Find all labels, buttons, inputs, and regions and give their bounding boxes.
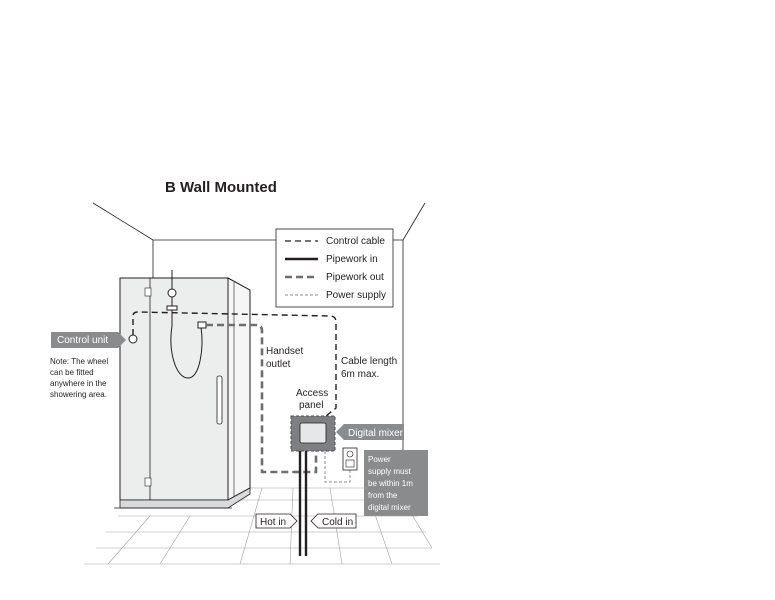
wheel-note: Note: The wheel can be fitted anywhere i… [50,357,108,399]
control-wheel-icon [128,334,138,344]
hot-in-label: Hot in [260,517,286,528]
svg-text:from the: from the [368,491,398,500]
hot-in-tag: Hot in [255,513,298,529]
svg-text:digital mixer: digital mixer [368,503,411,512]
handset-outlet-label: Handset outlet [266,346,303,370]
shower-rail [166,270,207,379]
legend-pipework-in: Pipework in [326,254,378,265]
control-unit-callout: Control unit [51,332,126,348]
digital-mixer-label: Digital mixer [348,428,404,439]
svg-text:outlet: outlet [266,359,291,370]
diagram-title: B Wall Mounted [165,179,277,196]
power-socket-icon [342,447,358,471]
cold-in-label: Cold in [322,517,353,528]
cable-length-label: Cable length 6m max. [341,356,397,380]
access-panel [290,415,336,452]
svg-text:Power: Power [368,455,391,464]
shower-enclosure [114,277,251,509]
pipework-in-lines [298,451,308,556]
svg-text:showering area.: showering area. [50,390,107,399]
cold-in-tag: Cold in [310,513,357,529]
svg-text:Cable length: Cable length [341,356,397,367]
digital-mixer-callout: Digital mixer [336,424,404,440]
legend: Control cable Pipework in Pipework out P… [275,228,394,308]
access-panel-label: Access panel [296,388,328,411]
legend-control-cable: Control cable [326,236,385,247]
svg-text:anywhere in the: anywhere in the [50,379,107,388]
svg-text:Handset: Handset [266,346,303,357]
svg-text:panel: panel [299,400,323,411]
svg-text:supply must: supply must [368,467,411,476]
legend-pipework-out: Pipework out [326,272,384,283]
power-supply-note: Power supply must be within 1m from the … [364,450,428,516]
legend-power-supply: Power supply [326,290,386,301]
svg-text:6m max.: 6m max. [341,369,379,380]
svg-text:be within 1m: be within 1m [368,479,413,488]
pipework-out-line [206,323,318,474]
floor-tiles [84,487,440,565]
power-supply-line [324,451,351,483]
control-unit-label: Control unit [57,335,108,346]
control-cable-line [132,311,337,417]
svg-text:can be fitted: can be fitted [50,368,94,377]
svg-text:Note: The wheel: Note: The wheel [50,357,108,366]
svg-text:Access: Access [296,388,328,399]
